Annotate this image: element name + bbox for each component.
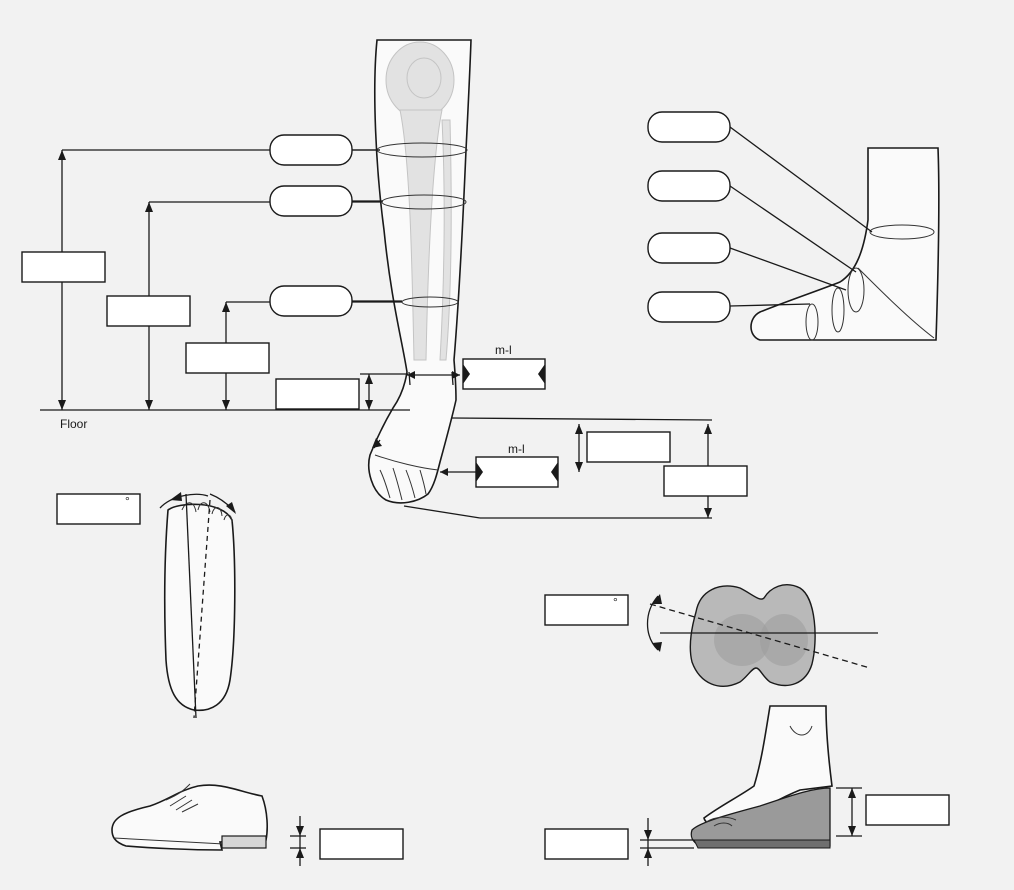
wedge-height-field[interactable]	[866, 795, 949, 825]
foot-circumference-field-1[interactable]	[648, 112, 730, 142]
foot-illustration	[751, 148, 939, 340]
foot-circumference-field-2[interactable]	[648, 171, 730, 201]
leg-circumference-field-1[interactable]	[270, 135, 352, 165]
leg-circumference-field-3[interactable]	[270, 286, 352, 316]
leg-height-field-3[interactable]	[186, 343, 269, 373]
floor-label: Floor	[60, 417, 87, 431]
foot-circumference-field-3[interactable]	[648, 233, 730, 263]
wedge-illustration	[640, 706, 862, 866]
wedge-sole-height-field[interactable]	[545, 829, 628, 859]
leg-height-dimensions	[40, 150, 712, 420]
leg-height-field-2[interactable]	[107, 296, 190, 326]
shoe-heel-height-field[interactable]	[320, 829, 403, 859]
ankle-ml-label: m-l	[495, 343, 512, 357]
foot-height-field-2[interactable]	[664, 466, 747, 496]
sole-illustration	[160, 492, 236, 718]
patella-bone	[407, 58, 441, 98]
wedge-sole	[694, 840, 830, 848]
forefoot-ml-label: m-l	[508, 442, 525, 456]
knee-condyle-illustration	[648, 585, 879, 687]
foot-height-field-1[interactable]	[587, 432, 670, 462]
forefoot-ml-field[interactable]	[476, 457, 558, 487]
leg-illustration	[369, 40, 471, 503]
toe-angle-unit: °	[125, 494, 130, 508]
leg-height-field-4[interactable]	[276, 379, 359, 409]
shoe-illustration	[112, 784, 306, 866]
shoe-heel	[222, 836, 266, 848]
leg-circumference-field-2[interactable]	[270, 186, 352, 216]
foot-circumference-field-4[interactable]	[648, 292, 730, 322]
ankle-ml-field[interactable]	[463, 359, 545, 389]
leg-height-field-1[interactable]	[22, 252, 105, 282]
knee-angle-unit: °	[613, 595, 618, 609]
